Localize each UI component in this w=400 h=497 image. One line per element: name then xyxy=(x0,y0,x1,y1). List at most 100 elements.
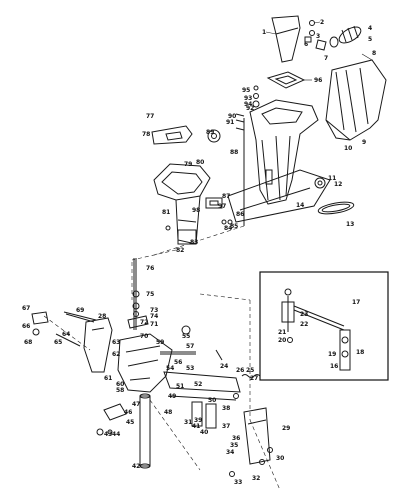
bracket-part-7 xyxy=(315,39,327,51)
callout-1: 1 xyxy=(262,29,266,36)
callout-33: 33 xyxy=(234,479,242,486)
callout-40: 40 xyxy=(200,429,208,436)
callout-74: 74 xyxy=(150,313,158,320)
spring-part-27 xyxy=(241,374,261,378)
callout-10: 10 xyxy=(344,145,352,152)
callout-81: 81 xyxy=(162,209,170,216)
callout-95: 95 xyxy=(242,87,250,94)
callout-7: 7 xyxy=(324,55,328,62)
screws-parts-90-91 xyxy=(235,113,245,131)
callout-77: 77 xyxy=(146,113,154,120)
callout-42: 42 xyxy=(132,463,140,470)
callout-61: 61 xyxy=(104,375,112,382)
callout-53: 53 xyxy=(186,365,194,372)
callout-30: 30 xyxy=(276,455,284,462)
callout-75: 75 xyxy=(146,291,154,298)
callout-labels: 1 2 3 4 5 6 7 8 9 10 11 12 13 14 16 17 1… xyxy=(22,19,376,486)
tube-part-47-42 xyxy=(139,393,151,469)
swivel-bracket xyxy=(153,163,211,245)
assembly-guide-lines xyxy=(43,225,281,491)
callout-4: 4 xyxy=(368,25,372,32)
callout-44: 44 xyxy=(112,431,120,438)
callout-91: 91 xyxy=(226,119,234,126)
callout-88: 88 xyxy=(230,149,238,156)
callout-51: 51 xyxy=(176,383,184,390)
callout-82: 82 xyxy=(176,247,184,254)
callout-76: 76 xyxy=(146,265,154,272)
callout-52: 52 xyxy=(194,381,202,388)
cap-part-78 xyxy=(151,125,193,145)
callout-38: 38 xyxy=(222,405,230,412)
callout-11: 11 xyxy=(328,175,336,182)
callout-35: 35 xyxy=(230,442,238,449)
callout-21: 21 xyxy=(278,329,286,336)
callout-62: 62 xyxy=(112,351,120,358)
callout-67: 67 xyxy=(22,305,30,312)
clamp-screw-part-69 xyxy=(63,311,97,323)
callout-12: 12 xyxy=(334,181,342,188)
callout-56: 56 xyxy=(174,359,182,366)
pin-part-24 xyxy=(215,349,223,361)
callout-94: 94 xyxy=(244,101,252,108)
lock-parts-43-44-45-46 xyxy=(96,403,127,436)
callout-48: 48 xyxy=(164,409,172,416)
transom-bracket-center xyxy=(117,333,173,393)
callout-39: 39 xyxy=(194,417,202,424)
callout-22: 22 xyxy=(300,321,308,328)
callout-68: 68 xyxy=(24,339,32,346)
callout-79: 79 xyxy=(184,161,192,168)
inset-detail-box xyxy=(259,271,389,381)
shaft-part-57 xyxy=(160,351,196,355)
callout-26: 26 xyxy=(236,367,244,374)
clip-part-55 xyxy=(181,325,191,335)
callout-6: 6 xyxy=(304,41,308,48)
callout-16: 16 xyxy=(330,363,338,370)
callout-45: 45 xyxy=(126,419,134,426)
callout-19: 19 xyxy=(328,351,336,358)
callout-83: 83 xyxy=(190,239,198,246)
tilt-tube-right-assembly xyxy=(163,371,241,429)
callout-71: 71 xyxy=(150,321,158,328)
callout-8: 8 xyxy=(372,50,376,57)
callout-78: 78 xyxy=(142,131,150,138)
callout-63: 63 xyxy=(112,339,120,346)
callout-46: 46 xyxy=(124,409,132,416)
callout-54: 54 xyxy=(166,365,174,372)
callout-32: 32 xyxy=(252,475,260,482)
callout-43: 43 xyxy=(104,431,112,438)
callout-25: 25 xyxy=(246,367,254,374)
callout-84: 84 xyxy=(224,225,232,232)
lever-parts-71-72 xyxy=(127,315,149,329)
callout-31: 31 xyxy=(184,419,192,426)
exhaust-plate-part-14 xyxy=(227,169,331,223)
callout-5: 5 xyxy=(368,36,372,43)
midsection-housing xyxy=(249,99,319,205)
callout-85: 85 xyxy=(230,223,238,230)
callout-34: 34 xyxy=(226,449,234,456)
stern-bracket-right-28 xyxy=(243,407,271,465)
callout-28: 28 xyxy=(98,313,106,320)
callout-36: 36 xyxy=(232,435,240,442)
gasket-plate-part-96 xyxy=(266,71,312,89)
callout-73: 73 xyxy=(150,307,158,314)
callout-80: 80 xyxy=(196,159,204,166)
tilt-rod-part-76 xyxy=(133,258,137,330)
small-hardware-84-85-86 xyxy=(165,219,233,231)
seal-ring-part-13 xyxy=(317,201,355,215)
washers-parts-80-93-92 xyxy=(252,85,260,108)
callout-70: 70 xyxy=(140,333,148,340)
callout-87: 87 xyxy=(222,193,230,200)
callout-37: 37 xyxy=(222,423,230,430)
spring-and-washers-73-75 xyxy=(132,290,140,317)
callout-65: 65 xyxy=(54,339,62,346)
clamp-pad-part-67-66 xyxy=(31,311,49,336)
callout-57: 57 xyxy=(186,343,194,350)
callout-2: 2 xyxy=(320,19,324,26)
callout-24: 24 xyxy=(220,363,228,370)
callout-69: 69 xyxy=(76,307,84,314)
callout-93: 93 xyxy=(244,95,252,102)
tube-assembly-part-1 xyxy=(265,15,301,63)
grommet-part-89 xyxy=(207,129,221,143)
callout-97: 97 xyxy=(218,203,226,210)
callout-55: 55 xyxy=(182,333,190,340)
